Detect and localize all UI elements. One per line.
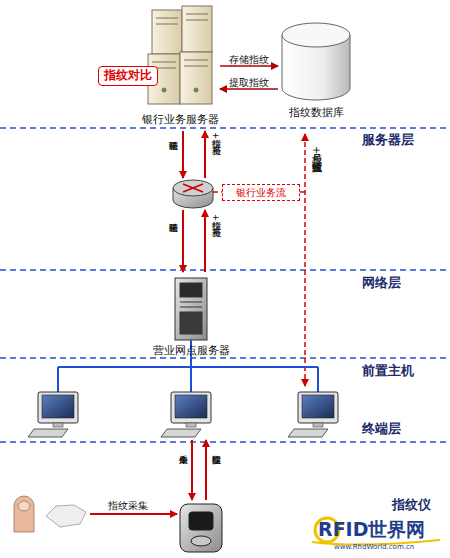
layer-separator [0,128,450,442]
flow-arrow [204,131,206,178]
layer-label: 前置主机 [362,364,414,378]
flow-arrow [90,513,177,515]
flow-arrow [204,210,206,272]
front-server-icon [175,278,207,340]
network-wire [317,367,319,392]
router-icon [183,184,203,192]
node-text: 银行业务流 [236,187,286,199]
database-cylinder [282,23,350,47]
finger-illustration [14,496,34,532]
flow-arrow [191,440,193,500]
server-icon [184,60,208,61]
node-text: 指纹对比 [104,69,152,83]
network-wire [58,340,318,392]
server-icon [180,52,212,104]
router-icon [183,184,203,192]
edge-label: 存储指纹 [229,54,269,65]
fingerprint-reader [180,504,222,552]
server-icon [152,62,176,63]
server-icon [152,10,182,54]
flow-arrow [182,210,184,272]
node-text: 营业网点服务器 [153,345,230,358]
server-icon [156,18,178,19]
watermark-url: www.RfidWorld.com.cn [334,544,414,552]
terminal-computer [28,392,338,437]
server-node: 营业网点服务器 [145,274,237,358]
flow-label: 指纹+柜员号 [211,214,220,221]
watermark-logo [312,518,440,545]
network-wire [58,366,318,368]
layer-label: 指纹仪 [392,498,431,512]
fingerprint-reader [189,512,213,530]
network-wire [190,367,192,392]
node-text: 指纹数据库 [289,107,344,120]
store-arrow [220,65,278,67]
router-icon [173,180,213,208]
finger-illustration [14,496,34,532]
fingerprint-sample [46,505,86,527]
fingerprint-reader [180,504,222,552]
business-flow-line [304,134,306,386]
server-icon [194,88,198,92]
server-icon [184,66,208,67]
flow-label: 指纹+柜员号 [211,132,220,139]
compare-box: 指纹对比 [98,66,158,86]
watermark-text: RFID世界网 [318,519,425,540]
front-server-icon [180,302,202,303]
network-wire [57,367,59,392]
flow-arrow [182,131,184,178]
server-icon [186,20,208,21]
server-icon [156,24,178,25]
terminal-computer [28,392,78,437]
layer-label: 终端层 [362,422,401,436]
terminal-computer [288,392,338,437]
finger-illustration [18,501,30,511]
server-icon [182,6,212,52]
layer-separator [0,357,450,359]
layer-label: 网络层 [362,276,401,290]
server-icon [162,88,166,92]
edge-label: 提取指纹 [229,77,269,88]
front-server-icon [175,278,207,340]
database-node: 指纹数据库 [278,20,354,120]
layer-label: 服务器层 [362,133,414,147]
router-icon [183,184,203,192]
flow-box: 银行业务流 [222,184,300,201]
fetch-arrow [220,88,278,90]
node-text: 银行业务服务器 [142,114,219,127]
layer-separator [0,269,450,271]
server-icon [148,6,212,104]
fingerprint-sample [46,505,86,527]
terminal-computer [161,392,211,437]
server-icon [186,14,208,15]
router-icon [173,180,213,196]
front-server-icon [180,312,202,334]
business-flow-line [213,191,222,193]
flow-arrow [205,440,207,500]
front-server-icon [180,307,202,308]
layer-separator [0,441,450,443]
fingerprint-reader [191,536,211,546]
flow-label: 指纹采集 [108,500,148,511]
front-server-icon [180,283,202,297]
flow-label: 柜员号+指纹验证方式 [311,146,322,154]
database-cylinder [282,23,350,100]
layer-separator [0,127,450,129]
